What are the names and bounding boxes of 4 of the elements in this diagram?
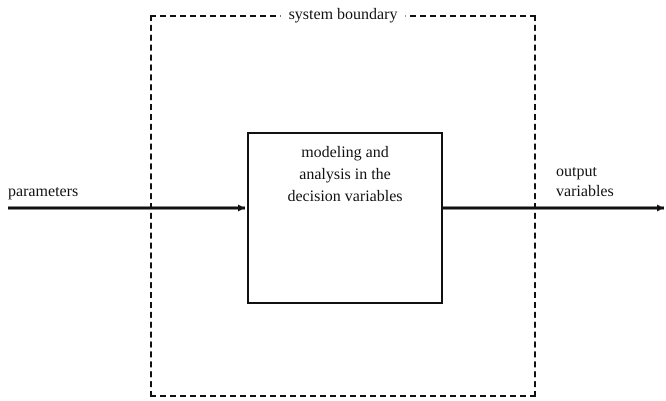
box-text: modeling and analysis in the decision variables — [286, 143, 404, 207]
arrow — [441, 204, 664, 212]
process-box — [247, 132, 443, 304]
arrow — [8, 204, 245, 212]
